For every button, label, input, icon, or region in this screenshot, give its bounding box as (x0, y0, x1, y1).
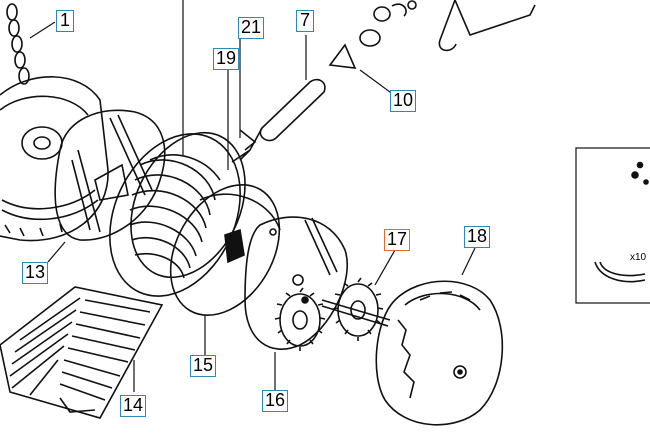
callout-14: 14 (120, 395, 147, 417)
inset-quantity-label: x10 (630, 252, 647, 263)
callout-21: 21 (238, 17, 265, 39)
chain (6, 3, 30, 85)
leader-lines (29, 0, 476, 392)
callout-7: 7 (296, 10, 314, 32)
part-7-handle (231, 78, 326, 163)
gear-16 (274, 287, 326, 351)
callout-13: 13 (22, 262, 49, 284)
part-19-spring-drum (109, 131, 246, 297)
inset-panel (575, 147, 650, 304)
callout-1: 1 (56, 10, 74, 32)
part-18-housing (375, 280, 504, 426)
part-16-plate (244, 216, 349, 350)
part-14-decal-sheet (0, 286, 164, 419)
callout-15: 15 (190, 355, 217, 377)
callout-16: 16 (262, 390, 289, 412)
callout-17: 17 (384, 229, 411, 251)
wire-clip (438, 0, 536, 52)
callout-10: 10 (390, 90, 417, 112)
callout-18: 18 (464, 226, 491, 248)
part-13-plate (54, 109, 166, 241)
part-1-cover (0, 76, 109, 242)
part-10-rings (328, 0, 417, 69)
callout-19: 19 (213, 48, 240, 70)
part-15-disc (169, 184, 281, 316)
part-17-gear (321, 277, 391, 341)
